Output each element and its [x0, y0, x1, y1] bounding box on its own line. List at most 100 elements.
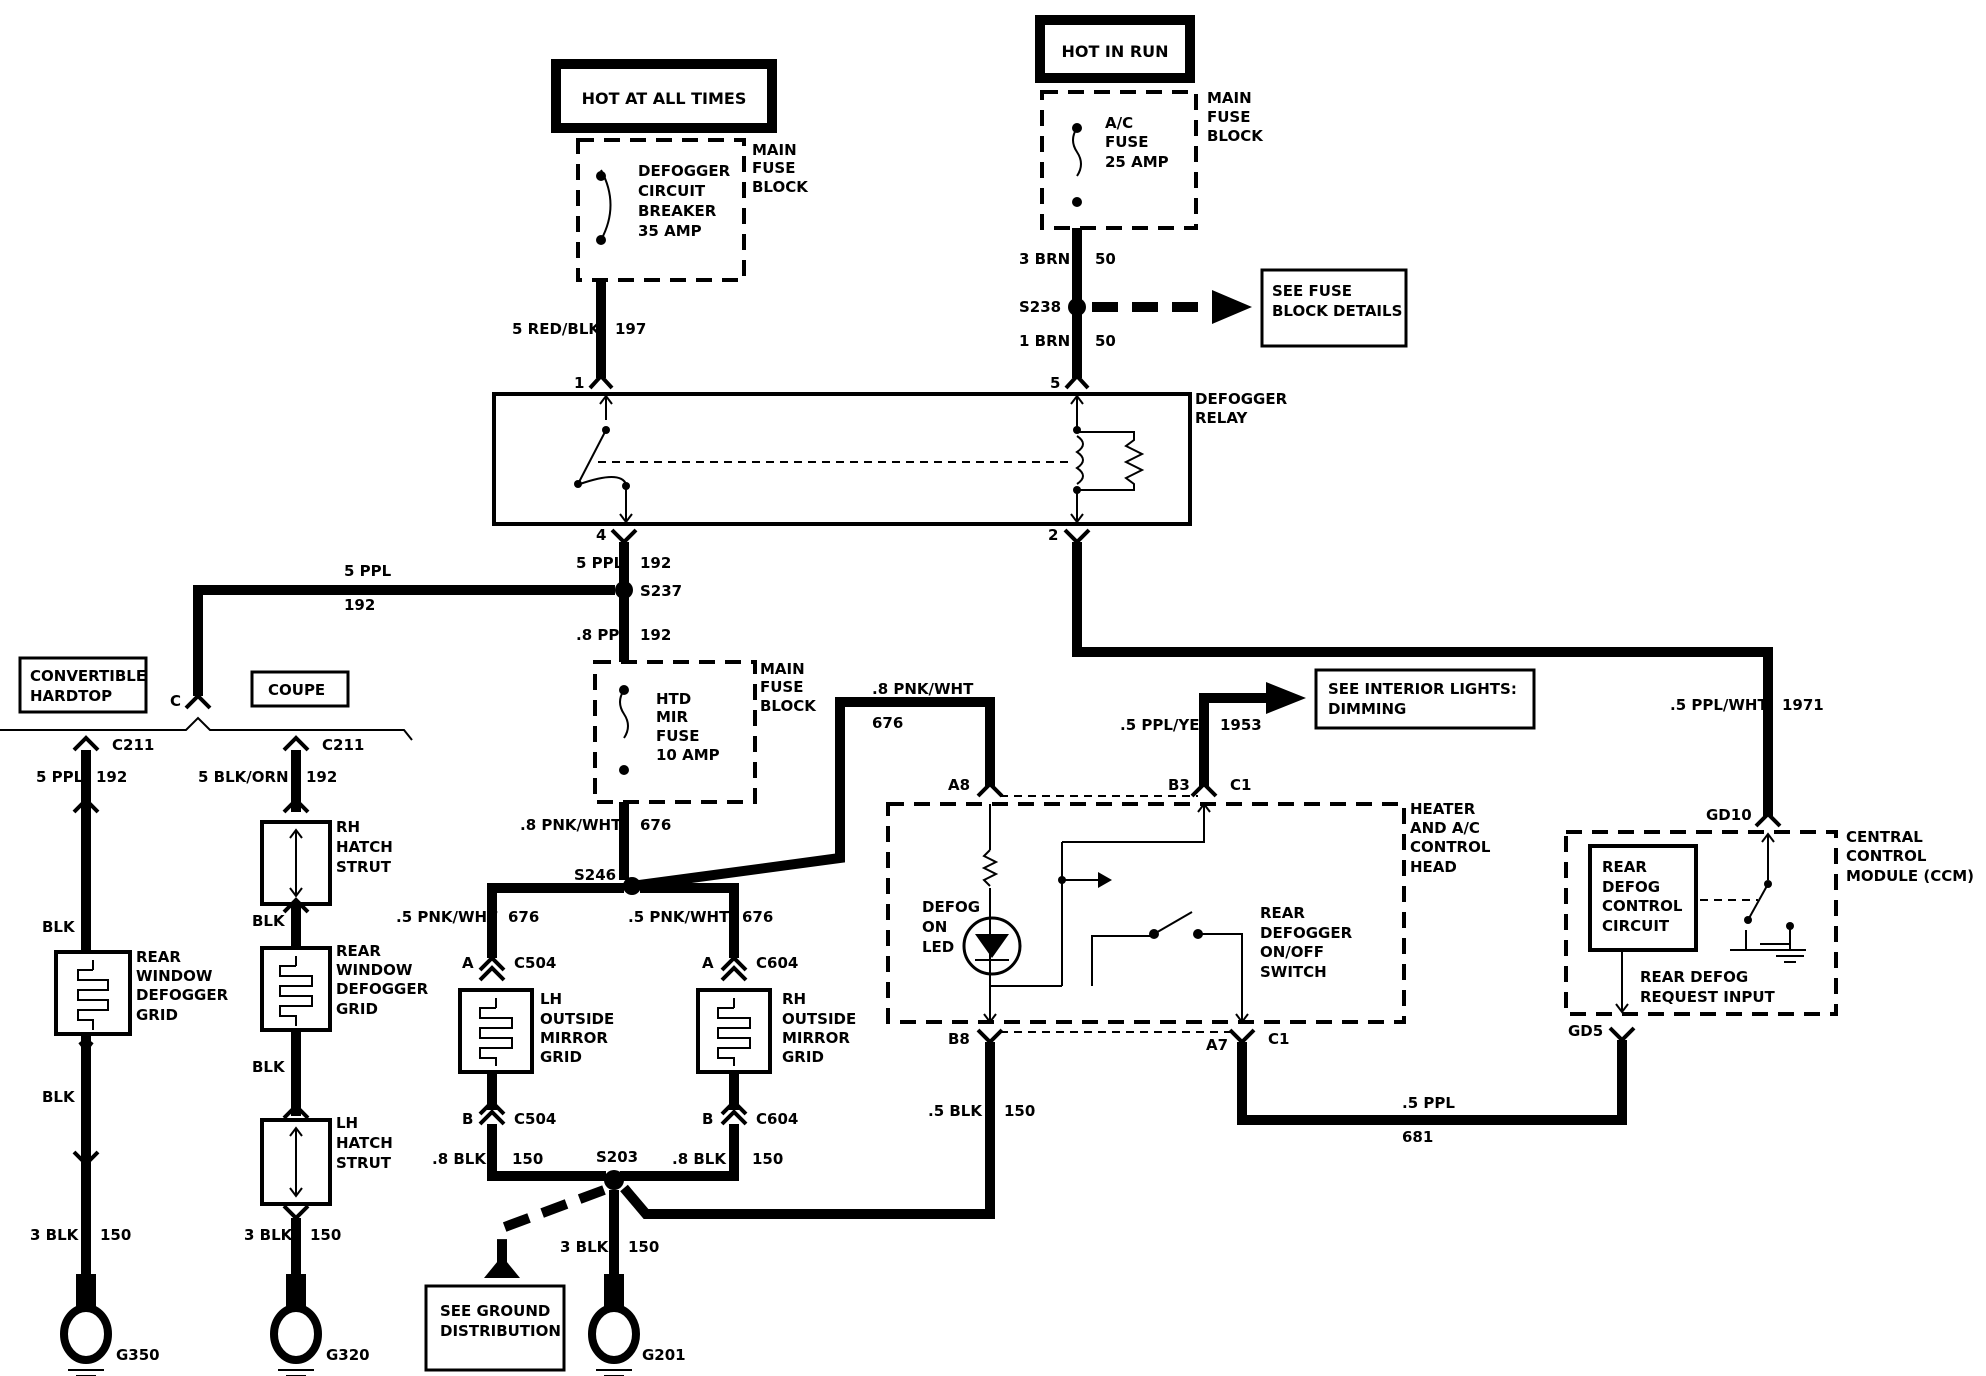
svg-text:BLOCK: BLOCK: [1207, 127, 1264, 145]
ccm-label: CENTRAL CONTROL MODULE (CCM): [1846, 828, 1974, 885]
svg-text:OUTSIDE: OUTSIDE: [782, 1010, 856, 1028]
svg-text:.5 BLK: .5 BLK: [928, 1102, 983, 1120]
svg-text:10 AMP: 10 AMP: [656, 746, 720, 764]
svg-text:MAIN: MAIN: [1207, 89, 1252, 107]
connector-c604-b: [720, 1099, 748, 1116]
svg-text:5 BLK/ORN: 5 BLK/ORN: [198, 768, 289, 786]
svg-text:HEATER: HEATER: [1410, 800, 1476, 818]
svg-text:MIRROR: MIRROR: [540, 1029, 608, 1047]
wire-1brn: 1 BRN: [1019, 332, 1070, 350]
svg-text:4: 4: [596, 526, 606, 544]
svg-text:3 BLK: 3 BLK: [560, 1238, 610, 1256]
svg-text:BLOCK: BLOCK: [752, 178, 809, 196]
hot-at-all-times-label: HOT AT ALL TIMES: [582, 89, 747, 108]
svg-text:STRUT: STRUT: [336, 1154, 392, 1172]
arrow-icon: [1266, 682, 1306, 714]
svg-text:50: 50: [1095, 332, 1116, 350]
svg-text:192: 192: [344, 596, 375, 614]
defogger-relay-label: DEFOGGER RELAY: [1195, 390, 1288, 427]
svg-text:FUSE: FUSE: [1207, 108, 1250, 126]
svg-text:.5 PNK/WHT: .5 PNK/WHT: [396, 908, 498, 926]
svg-text:150: 150: [628, 1238, 659, 1256]
svg-text:C504: C504: [514, 954, 556, 972]
connector-c211-b: [282, 735, 310, 752]
svg-text:COUPE: COUPE: [268, 681, 325, 699]
svg-text:1953: 1953: [1220, 716, 1262, 734]
arrow-icon: [484, 1256, 520, 1278]
svg-text:DEFOGGER: DEFOGGER: [136, 986, 229, 1004]
main-fuse-block-label-3: MAIN FUSE BLOCK: [760, 660, 817, 715]
ground-g320: G320: [270, 1274, 370, 1376]
central-control-module: REAR DEFOG CONTROL CIRCUIT REAR DEFOG RE…: [1564, 830, 1838, 1016]
svg-text:FUSE: FUSE: [760, 678, 803, 696]
htd-mir-fuse: HTD MIR FUSE 10 AMP: [593, 660, 757, 804]
see-interior-lights-box: [1314, 668, 1536, 730]
svg-text:MAIN: MAIN: [760, 660, 805, 678]
svg-text:B3: B3: [1168, 776, 1190, 794]
connector-pin-b3: [1190, 781, 1218, 798]
svg-text:BLK: BLK: [252, 912, 286, 930]
svg-text:192: 192: [96, 768, 127, 786]
svg-text:MIR: MIR: [656, 708, 689, 726]
connector-c504-b: [478, 1099, 506, 1116]
svg-text:LH: LH: [540, 990, 562, 1008]
svg-text:150: 150: [1004, 1102, 1035, 1120]
svg-text:FUSE: FUSE: [752, 159, 795, 177]
svg-text:676: 676: [872, 714, 903, 732]
svg-text:676: 676: [742, 908, 773, 926]
svg-text:C1: C1: [1268, 1030, 1289, 1048]
svg-text:DEFOGGER: DEFOGGER: [1260, 924, 1353, 942]
svg-text:5 PPL: 5 PPL: [344, 562, 392, 580]
svg-text:REAR: REAR: [336, 942, 381, 960]
connector-pin-gd10: [1754, 811, 1782, 828]
svg-text:.5 PPL/WHT: .5 PPL/WHT: [1670, 696, 1768, 714]
svg-text:5: 5: [1050, 374, 1060, 392]
heater-ac-label: HEATER AND A/C CONTROL HEAD: [1410, 800, 1491, 876]
svg-text:HARDTOP: HARDTOP: [30, 687, 112, 705]
svg-text:RH: RH: [782, 990, 806, 1008]
main-fuse-block-label-1: MAIN FUSE BLOCK: [752, 141, 809, 196]
svg-text:HATCH: HATCH: [336, 1134, 393, 1152]
svg-text:150: 150: [512, 1150, 543, 1168]
svg-text:GRID: GRID: [782, 1048, 824, 1066]
svg-text:150: 150: [310, 1226, 341, 1244]
svg-text:C604: C604: [756, 1110, 798, 1128]
hot-in-run-source: HOT IN RUN: [1035, 15, 1195, 83]
svg-text:MODULE (CCM): MODULE (CCM): [1846, 867, 1974, 885]
svg-text:DEFOG: DEFOG: [922, 898, 980, 916]
svg-text:ON/OFF: ON/OFF: [1260, 943, 1324, 961]
svg-text:A7: A7: [1206, 1036, 1228, 1054]
svg-text:C1: C1: [1230, 776, 1251, 794]
svg-text:WINDOW: WINDOW: [336, 961, 413, 979]
connector-pin-a7: [1228, 1028, 1256, 1045]
svg-text:CIRCUIT: CIRCUIT: [1602, 917, 1670, 935]
defogger-relay: [492, 392, 1192, 526]
svg-text:.8 PNK/WHT: .8 PNK/WHT: [520, 816, 622, 834]
svg-text:S238: S238: [1019, 298, 1061, 316]
svg-text:1: 1: [574, 374, 584, 392]
svg-text:1971: 1971: [1782, 696, 1824, 714]
ac-fuse: A/C FUSE 25 AMP: [1040, 90, 1198, 230]
splice-s203: [604, 1170, 624, 1190]
svg-text:MAIN: MAIN: [752, 141, 797, 159]
svg-text:SEE FUSE: SEE FUSE: [1272, 282, 1352, 300]
svg-text:DEFOGGER: DEFOGGER: [336, 980, 429, 998]
connector-pin-c: [184, 693, 212, 710]
svg-text:150: 150: [752, 1150, 783, 1168]
svg-text:GRID: GRID: [136, 1006, 178, 1024]
wire-3brn: 3 BRN: [1019, 250, 1070, 268]
svg-text:GRID: GRID: [336, 1000, 378, 1018]
svg-text:GD10: GD10: [1706, 806, 1752, 824]
svg-text:BLK: BLK: [42, 1088, 76, 1106]
svg-text:DISTRIBUTION: DISTRIBUTION: [440, 1322, 561, 1340]
svg-text:2: 2: [1048, 526, 1058, 544]
svg-text:676: 676: [640, 816, 671, 834]
wire-5redblk: 5 RED/BLK: [512, 320, 601, 338]
svg-text:A: A: [702, 954, 714, 972]
svg-text:CENTRAL: CENTRAL: [1846, 828, 1923, 846]
svg-text:G320: G320: [326, 1346, 370, 1364]
heater-ac-control-head: DEFOG ON LED REAR DEFOGGER ON/OFF SWITCH: [886, 795, 1406, 1033]
svg-text:3 BLK: 3 BLK: [30, 1226, 80, 1244]
svg-text:A/C: A/C: [1105, 114, 1133, 132]
